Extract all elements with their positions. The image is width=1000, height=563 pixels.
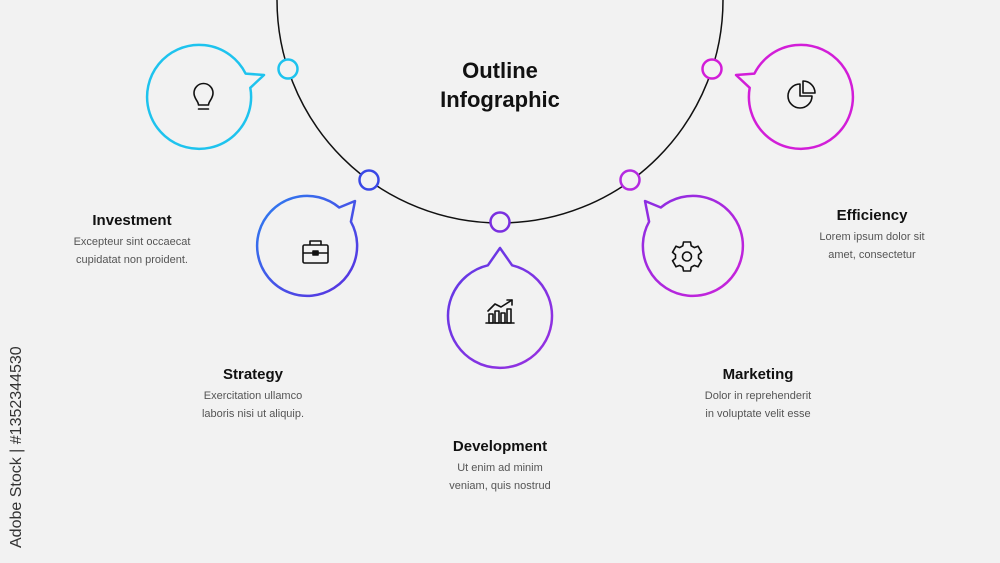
bubble-investment <box>145 43 266 151</box>
title-line-1: Outline <box>462 58 538 83</box>
label-marketing-line1: Dolor in reprehenderit <box>704 390 812 402</box>
infographic-title: Outline Infographic <box>400 56 600 114</box>
label-development-title: Development <box>452 438 548 455</box>
bubble-strategy <box>255 194 359 298</box>
label-efficiency-line1: Lorem ipsum dolor sit <box>819 231 925 243</box>
lightbulb-icon <box>193 82 214 110</box>
label-strategy-title: Strategy <box>222 366 284 383</box>
label-efficiency-title: Efficiency <box>836 207 908 224</box>
briefcase-icon <box>302 240 329 264</box>
growth-chart-icon <box>485 299 515 324</box>
label-development-line2: veniam, quis nostrud <box>449 480 551 492</box>
connector-dot-marketing <box>619 169 641 191</box>
connector-dot-efficiency <box>701 58 723 80</box>
label-marketing: Marketing Dolor in reprehenderit in volu… <box>658 365 858 423</box>
label-investment-line1: Excepteur sint occaecat <box>73 236 191 248</box>
bubble-marketing <box>641 194 745 298</box>
label-efficiency-line2: amet, consectetur <box>828 249 916 261</box>
title-line-2: Infographic <box>440 87 560 112</box>
label-investment: Investment Excepteur sint occaecat cupid… <box>32 211 232 269</box>
bubble-development <box>446 246 554 370</box>
label-development-line1: Ut enim ad minim <box>457 462 543 474</box>
stock-watermark: Adobe Stock | #1352344530 <box>8 346 25 548</box>
label-investment-title: Investment <box>92 212 172 229</box>
label-strategy-line2: laboris nisi ut aliquip. <box>201 408 305 420</box>
bubble-efficiency <box>734 43 855 151</box>
label-strategy: Strategy Exercitation ullamco laboris ni… <box>153 365 353 423</box>
label-efficiency: Efficiency Lorem ipsum dolor sit amet, c… <box>772 206 972 264</box>
gear-icon <box>671 241 703 272</box>
label-development: Development Ut enim ad minim veniam, qui… <box>400 437 600 495</box>
pie-chart-icon <box>787 80 816 109</box>
connector-dot-strategy <box>358 169 380 191</box>
label-investment-line2: cupidatat non proident. <box>76 254 188 266</box>
connector-dot-investment <box>277 58 299 80</box>
label-marketing-line2: in voluptate velit esse <box>705 408 811 420</box>
label-strategy-line1: Exercitation ullamco <box>203 390 303 402</box>
connector-dot-development <box>489 211 511 233</box>
label-marketing-title: Marketing <box>722 366 794 383</box>
